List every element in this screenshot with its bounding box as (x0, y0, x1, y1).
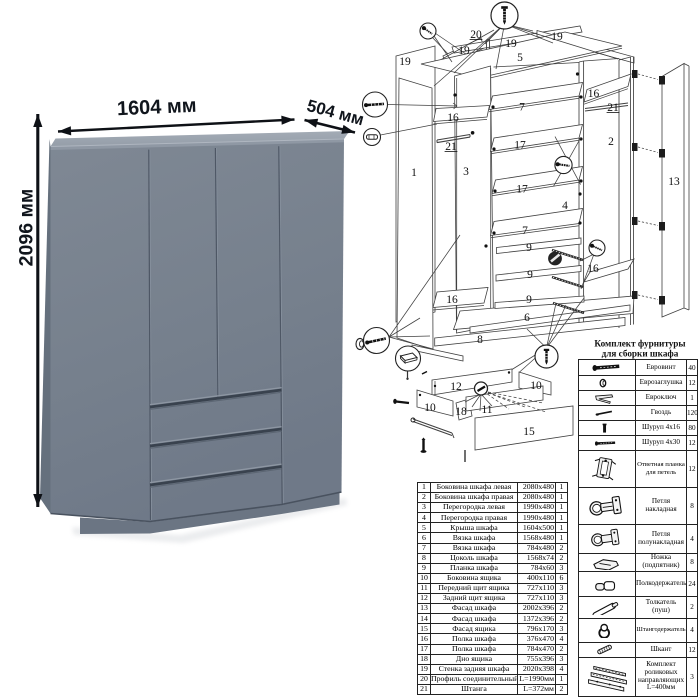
svg-text:17: 17 (516, 184, 528, 196)
svg-text:19: 19 (505, 38, 517, 50)
svg-text:16: 16 (588, 88, 600, 100)
svg-text:7: 7 (519, 102, 525, 114)
svg-text:Комплект фурнитуры: Комплект фурнитуры (594, 339, 685, 349)
svg-text:10: 10 (530, 380, 542, 392)
svg-text:8: 8 (477, 334, 483, 346)
svg-text:2: 2 (608, 136, 614, 148)
svg-text:4: 4 (562, 200, 568, 212)
svg-text:9: 9 (527, 269, 533, 281)
svg-text:16: 16 (446, 294, 458, 306)
svg-text:16: 16 (587, 263, 599, 275)
svg-text:19: 19 (551, 31, 563, 43)
svg-text:15: 15 (523, 426, 535, 438)
svg-text:19: 19 (458, 45, 470, 57)
svg-text:5: 5 (517, 52, 523, 64)
svg-text:для сборки шкафа: для сборки шкафа (602, 349, 679, 359)
svg-text:12: 12 (450, 381, 462, 393)
svg-text:1: 1 (411, 167, 417, 179)
svg-text:20: 20 (470, 29, 482, 41)
svg-text:11: 11 (481, 404, 492, 416)
svg-text:21: 21 (445, 141, 457, 153)
svg-text:19: 19 (399, 56, 411, 68)
svg-text:1604 мм: 1604 мм (116, 95, 197, 120)
svg-text:2096 мм: 2096 мм (16, 189, 38, 267)
svg-text:7: 7 (522, 225, 528, 237)
svg-text:9: 9 (526, 294, 532, 306)
svg-text:21: 21 (607, 102, 619, 114)
svg-text:17: 17 (514, 140, 526, 152)
svg-text:3: 3 (463, 166, 469, 178)
svg-text:18: 18 (455, 406, 467, 418)
svg-text:13: 13 (668, 176, 680, 188)
svg-text:9: 9 (526, 242, 532, 254)
svg-text:10: 10 (424, 402, 436, 414)
svg-text:16: 16 (447, 112, 459, 124)
svg-text:6: 6 (524, 312, 530, 324)
